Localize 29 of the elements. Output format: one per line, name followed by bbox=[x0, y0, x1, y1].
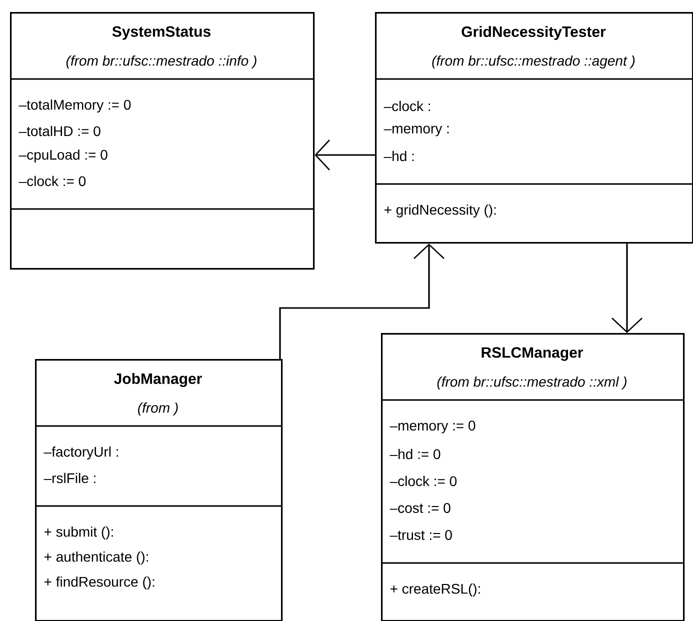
attribute: –cost := 0 bbox=[390, 503, 450, 513]
operation: + authenticate (): bbox=[44, 551, 148, 565]
attribute: –clock := 0 bbox=[18, 176, 86, 186]
attribute: –totalMemory := 0 bbox=[18, 99, 131, 113]
package-note: (from br::ufsc::mestrado ::info ) bbox=[66, 55, 256, 69]
class-name: SystemStatus bbox=[112, 26, 210, 40]
attribute: –hd := 0 bbox=[390, 448, 440, 460]
association-arrow bbox=[279, 244, 444, 359]
attribute: –clock : bbox=[384, 100, 430, 112]
attribute: –clock := 0 bbox=[390, 476, 457, 486]
attribute: –memory : bbox=[384, 126, 449, 136]
attribute: –hd : bbox=[384, 150, 414, 162]
attribute: –factoryUrl : bbox=[44, 446, 118, 460]
operation: + gridNecessity (): bbox=[384, 204, 496, 218]
attribute: –cpuLoad := 0 bbox=[18, 149, 108, 163]
package-note: (from ) bbox=[138, 402, 178, 416]
class-name: JobManager bbox=[114, 372, 202, 388]
operation: + submit (): bbox=[44, 526, 113, 540]
package-note: (from br::ufsc::mestrado ::agent ) bbox=[432, 55, 635, 69]
class-name: GridNecessityTester bbox=[462, 26, 606, 40]
association-arrow bbox=[612, 244, 642, 333]
attribute: –memory := 0 bbox=[390, 420, 476, 434]
attribute: –totalHD := 0 bbox=[18, 126, 100, 136]
package-note: (from br::ufsc::mestrado ::xml ) bbox=[437, 376, 626, 390]
attribute: –trust := 0 bbox=[390, 530, 452, 540]
attribute: –rslFile : bbox=[44, 472, 96, 484]
class-name: RSLCManager bbox=[482, 347, 584, 361]
operation: + findResource (): bbox=[44, 576, 154, 590]
operation: + createRSL(): bbox=[390, 583, 480, 597]
